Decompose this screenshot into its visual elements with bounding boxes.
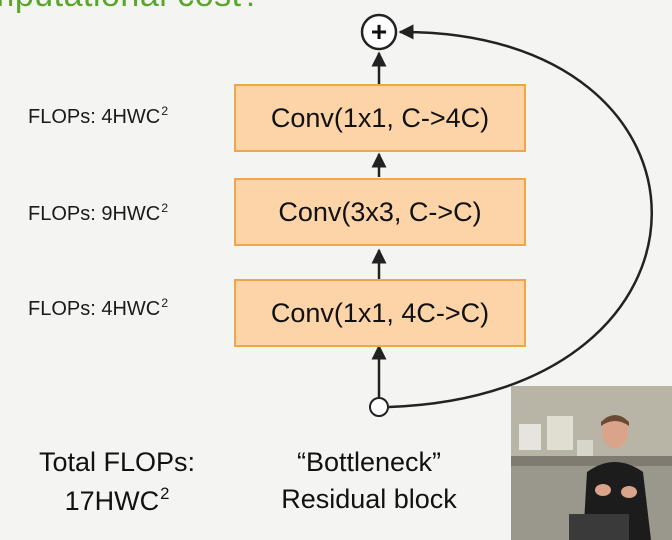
conv-box-bottom: Conv(1x1, 4C->C) (234, 279, 526, 347)
flops-label-middle: FLOPs: 9HWC2 (28, 201, 169, 226)
flops-label-bottom: FLOPs: 4HWC2 (28, 296, 169, 321)
conv-box-top: Conv(1x1, C->4C) (234, 84, 526, 152)
input-node (369, 397, 389, 417)
sum-node (360, 13, 398, 51)
sum-symbol: + (371, 16, 387, 47)
conv-box-middle: Conv(3x3, C->C) (234, 178, 526, 246)
skip-connection-arrow (388, 24, 653, 409)
slide-heading: mputational cost? (0, 0, 261, 15)
block-caption: “Bottleneck” Residual block (281, 447, 457, 514)
total-flops-label: Total FLOPs: 17HWC2 (38, 447, 196, 516)
speaker-video-thumbnail (511, 386, 672, 540)
flops-label-top: FLOPs: 4HWC2 (28, 104, 169, 129)
